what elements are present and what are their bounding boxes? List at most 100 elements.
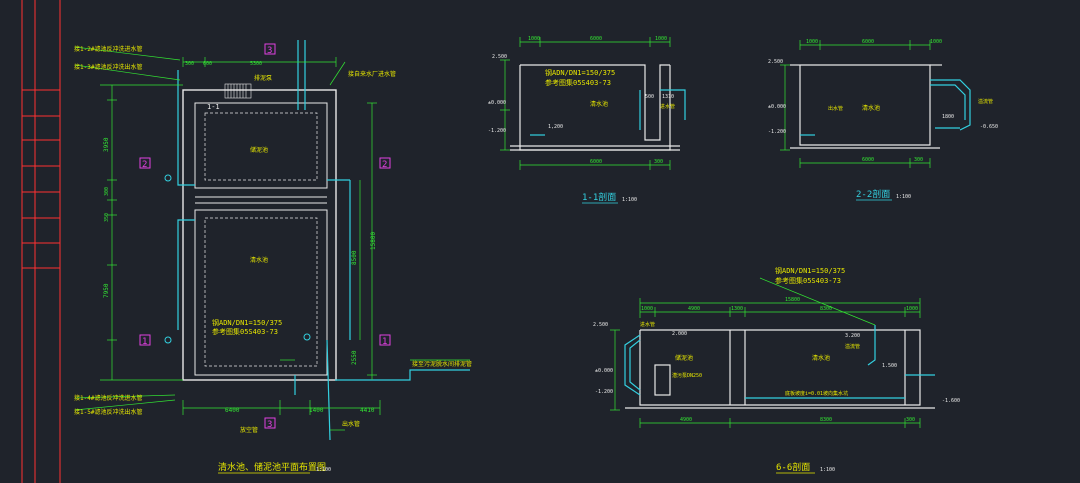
plan-dim-right-2: 8500 xyxy=(351,250,358,265)
note-top-1: 接1-2#滤池反冲洗进水管 xyxy=(74,45,142,53)
s11-size-2: 1310 xyxy=(662,94,674,100)
s11-dim-top-1: 1000 xyxy=(528,36,540,42)
plan-dim-top-3: 5300 xyxy=(250,61,262,67)
room-lower: 清水池 xyxy=(250,256,268,264)
marker-2-left: 2 xyxy=(142,160,147,170)
s66-level-6: 3.200 xyxy=(845,333,860,339)
s66-dim-top-4: 1300 xyxy=(731,306,743,312)
marker-1-right: 1 xyxy=(382,337,387,347)
drain-label: 放空管 xyxy=(240,426,258,434)
s11-dim-bottom-2: 300 xyxy=(654,159,663,165)
s22-side: 溢流管 xyxy=(978,98,993,105)
s66-level-3: -1.200 xyxy=(595,389,613,395)
note-top-2: 接1-3#滤池反冲洗出水管 xyxy=(74,63,142,71)
s22-dim-top-2: 6000 xyxy=(862,39,874,45)
plan-dim-left-4: 300 xyxy=(104,187,110,196)
s11-level-1: 2.500 xyxy=(492,54,507,60)
s11-title: 1-1剖面 xyxy=(582,191,616,203)
s66-dim-top-3: 4900 xyxy=(688,306,700,312)
s22-size-1: 1800 xyxy=(942,114,954,120)
s66-floor-note: 底板坡度i=0.01坡向集水坑 xyxy=(785,390,848,397)
room-upper: 储泥池 xyxy=(250,146,268,154)
s11-dim-top-2: 6000 xyxy=(590,36,602,42)
s22-title: 2-2剖面 xyxy=(856,188,890,200)
s22-dim-bottom-1: 6000 xyxy=(862,157,874,163)
plan-pipe-ref: 参考图集05S403-73 xyxy=(212,327,278,336)
s11-size-1: 500 xyxy=(645,94,654,100)
plan-dim-bottom-1: 6400 xyxy=(225,407,240,414)
s66-dim-bottom-3: 300 xyxy=(906,417,915,423)
s66-label-out: 溢流管 xyxy=(845,343,860,350)
plan-dim-left-2: 7950 xyxy=(103,283,110,298)
plan-dim-bottom-3: 4410 xyxy=(360,407,375,414)
section-2-2: 1000 6000 1000 6000 300 清水池 溢流管 出水管 2.50… xyxy=(768,39,998,201)
s11-pipe-label: 钢ADN/DN1=150/375 xyxy=(545,68,615,77)
s66-level-2: ±0.000 xyxy=(595,368,613,374)
note-right-top: 接自来水厂进水管 xyxy=(348,70,396,78)
note-bottom-1: 接1-4#滤池反冲洗进水管 xyxy=(74,394,142,402)
s66-dim-top-5: 8300 xyxy=(820,306,832,312)
plan-dim-left-3: 350 xyxy=(104,213,110,222)
s66-dim-top-1: 15800 xyxy=(785,297,800,303)
marker-3-bottom: 3 xyxy=(267,420,272,430)
s22-level-3: -1.200 xyxy=(768,129,786,135)
note-bottom-2: 接1-5#滤池反冲洗出水管 xyxy=(74,408,142,416)
plan-dim-right-3: 2550 xyxy=(351,350,358,365)
s66-dim-top-2: 1000 xyxy=(641,306,653,312)
s22-dim-top-1: 1000 xyxy=(806,39,818,45)
s22-dim-bottom-2: 300 xyxy=(914,157,923,163)
s22-outlet: 出水管 xyxy=(828,105,843,112)
s66-level-4: -1.600 xyxy=(942,398,960,404)
plan-dim-top-2: 300 xyxy=(185,61,194,67)
title-block xyxy=(21,0,61,483)
marker-2-right: 2 xyxy=(382,160,387,170)
plan-dim-bottom-2: 1400 xyxy=(309,407,324,414)
pump-label: 排泥泵 xyxy=(254,74,272,82)
cut-markers xyxy=(139,43,391,429)
plan-scale: 1:100 xyxy=(316,467,331,473)
s22-scale: 1:100 xyxy=(896,194,911,200)
note-right-bottom: 接至污泥脱水间排泥管 xyxy=(412,360,472,368)
section-1-1: 1000 6000 1000 6000 300 钢ADN/DN1=150/375… xyxy=(488,36,686,204)
s66-dim-bottom-1: 4900 xyxy=(680,417,692,423)
s66-dim-top-6: 1000 xyxy=(906,306,918,312)
s66-scale: 1:100 xyxy=(820,467,835,473)
s22-level-2: ±0.000 xyxy=(768,104,786,110)
s11-level-3: -1.200 xyxy=(488,128,506,134)
s66-room-1: 储泥池 xyxy=(675,354,693,362)
s11-pipe-ref: 参考图集05S403-73 xyxy=(545,78,611,87)
s11-inlet: 进水管 xyxy=(660,103,675,110)
s22-level-1: 2.500 xyxy=(768,59,783,65)
s66-level-5: 2.000 xyxy=(672,331,687,337)
marker-3-top: 3 xyxy=(267,46,272,56)
s66-dim-bottom-2: 8300 xyxy=(820,417,832,423)
s66-room-2: 清水池 xyxy=(812,354,830,362)
s66-level-1: 2.500 xyxy=(593,322,608,328)
plan-dim-left-1: 3950 xyxy=(103,137,110,152)
outlet-label: 出水管 xyxy=(342,420,360,428)
s22-level-4: -0.650 xyxy=(980,124,998,130)
s22-dim-top-3: 1000 xyxy=(930,39,942,45)
s66-level-7: 1.500 xyxy=(882,363,897,369)
s22-room: 清水池 xyxy=(862,104,880,112)
s11-size-3: 1,200 xyxy=(548,124,563,130)
s66-pipe-ref: 参考图集05S403-73 xyxy=(775,276,841,285)
plan-dim-right-1: 15800 xyxy=(370,232,377,250)
plan-dim-top-1: 600 xyxy=(203,61,212,67)
plan-pipe-label: 钢ADN/DN1=150/375 xyxy=(212,318,282,327)
s66-label-in: 进水管 xyxy=(640,321,655,328)
s11-room: 清水池 xyxy=(590,100,608,108)
s66-pipe-label: 钢ADN/DN1=150/375 xyxy=(775,266,845,275)
s11-scale: 1:100 xyxy=(622,197,637,203)
marker-1-left: 1 xyxy=(142,337,147,347)
s11-level-2: ±0.000 xyxy=(488,100,506,106)
s66-title: 6-6剖面 xyxy=(776,461,810,473)
section-6-6: 15800 1000 4900 1300 8300 1000 4900 8300… xyxy=(593,266,960,474)
plan-title: 清水池、储泥池平面布置图 xyxy=(218,461,326,473)
plan-section-label: 1-1 xyxy=(207,103,220,111)
s11-dim-bottom-1: 6000 xyxy=(590,159,602,165)
s66-pump: 潜污泵DN250 xyxy=(672,372,702,379)
plan-view: 3 2 2 1 1 3 接1-2#滤池反冲洗进水管 接1-3#滤池反冲洗出水管 … xyxy=(74,40,472,474)
